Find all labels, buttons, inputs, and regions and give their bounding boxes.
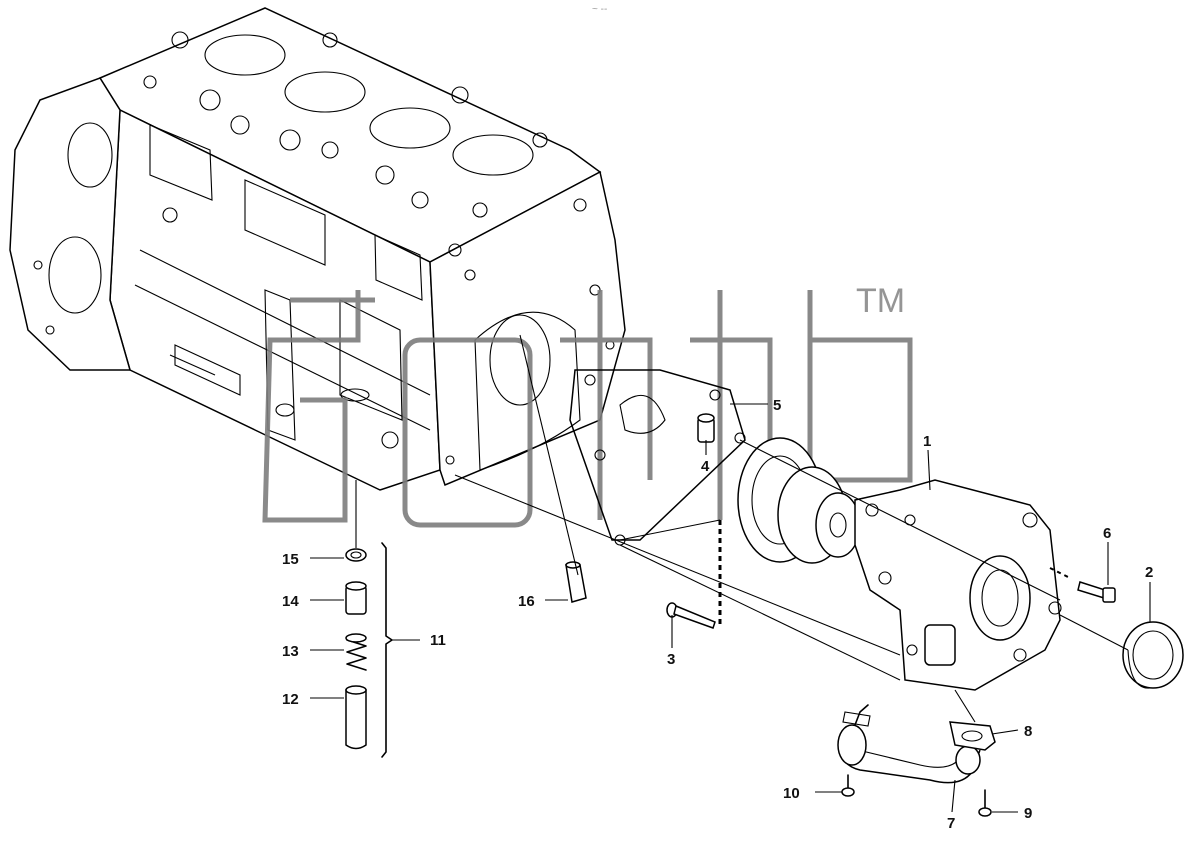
callout-10: 10 xyxy=(783,785,800,802)
gasket-part-8 xyxy=(949,721,996,751)
assembly-lines xyxy=(355,334,1129,723)
callout-12: 12 xyxy=(282,691,299,708)
callout-1: 1 xyxy=(923,433,931,450)
callout-15: 15 xyxy=(282,551,299,568)
callout-11: 11 xyxy=(430,632,446,649)
valve-sleeve-part-12 xyxy=(345,685,367,750)
screw-part-10 xyxy=(841,774,855,797)
callout-5: 5 xyxy=(773,397,781,414)
suction-pipe-part-7 xyxy=(837,704,981,784)
callout-3: 3 xyxy=(667,651,675,668)
callout-8: 8 xyxy=(1024,723,1032,740)
washer-part-15 xyxy=(345,548,367,562)
header-mark: ~ -- xyxy=(592,4,607,15)
engine-block xyxy=(9,7,626,491)
callout-labels: 1 2 3 4 5 6 7 8 9 10 11 12 13 14 15 16 xyxy=(282,397,1153,832)
callout-7: 7 xyxy=(947,815,955,832)
callout-2: 2 xyxy=(1145,564,1153,581)
bracket-part-11 xyxy=(381,542,393,758)
watermark-tm: TM xyxy=(856,282,905,320)
callout-6: 6 xyxy=(1103,525,1111,542)
relief-valve-assembly-part-11 xyxy=(345,542,393,758)
seal-ring-part-2 xyxy=(1122,621,1184,689)
bolt-part-6 xyxy=(1077,581,1116,603)
callout-4: 4 xyxy=(701,458,710,475)
spring-part-13 xyxy=(345,633,367,671)
callout-9: 9 xyxy=(1024,805,1032,822)
bolt-part-3 xyxy=(666,602,716,629)
callout-16: 16 xyxy=(518,593,535,610)
callout-14: 14 xyxy=(282,593,299,610)
plunger-part-14 xyxy=(345,581,367,615)
pump-gear xyxy=(777,466,861,564)
callout-13: 13 xyxy=(282,643,299,660)
oil-pump-housing-part-1 xyxy=(854,479,1062,691)
screw-part-9 xyxy=(978,789,992,817)
dowel-pin-part-4 xyxy=(697,413,715,443)
callout-leaders xyxy=(310,403,1151,813)
